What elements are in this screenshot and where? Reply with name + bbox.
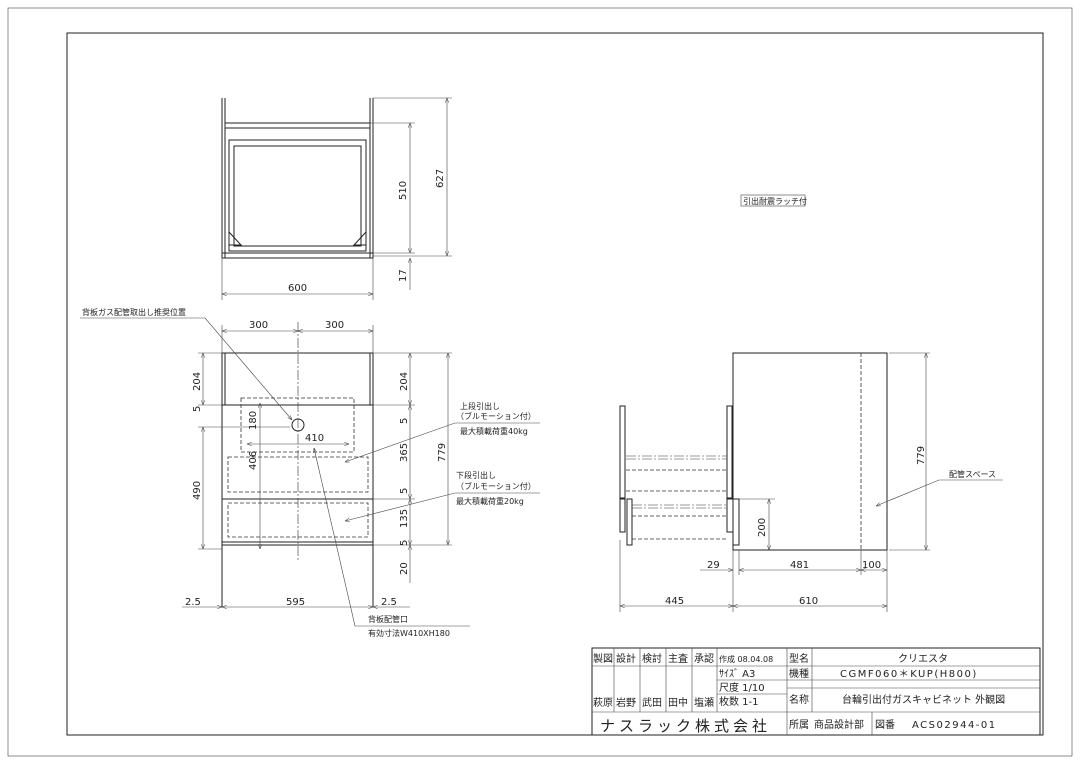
dim-595: 595 [286,597,305,608]
dim-410: 410 [305,433,324,444]
sheet-count: 枚数 1-1 [719,695,759,708]
dim-135: 135 [399,509,410,528]
label-gas-position: 背板ガス配管取出し推奨位置 [82,307,186,317]
dim-100: 100 [862,560,881,571]
label-back-port-1: 背板配管口 [368,614,408,624]
title-label: 名称 [789,693,809,706]
outer-border [7,7,1073,757]
dim-481: 481 [790,560,809,571]
label-pipe-space: 配管スペース [949,469,996,479]
dim-445: 445 [665,596,684,607]
created-date: 作成 08.04.08 [719,654,773,664]
dim-300-right: 300 [325,320,344,331]
name-5: 塩瀬 [694,696,714,709]
dim-180: 180 [248,411,259,430]
model-name-label: 型名 [789,652,809,665]
dept-label: 所属 [789,719,809,731]
title-block [591,647,1041,736]
model-name: クリエスタ [898,653,948,665]
dim-406: 406 [248,451,259,470]
drawing-no: ACS02944-01 [912,720,997,731]
dim-20: 20 [399,562,410,575]
label-upper-drawer-2: （ブルモーション付） [456,411,536,421]
name-4: 田中 [668,696,688,709]
dim-top-627: 627 [435,169,446,188]
dim-top-510: 510 [398,181,409,200]
dim-2.5-right: 2.5 [381,597,397,608]
latch-note: 引出耐震ラッチ付 [743,196,807,206]
label-upper-drawer-1: 上段引出し [460,401,500,411]
model-no-label: 機種 [789,667,809,680]
dim-top-17: 17 [398,269,409,282]
dim-300-left: 300 [249,320,268,331]
dim-204-right: 204 [399,372,410,391]
dim-5a: 5 [399,418,410,424]
dim-779-side: 779 [916,446,927,465]
front-view [80,317,540,627]
name-2: 岩野 [616,696,636,709]
label-back-port-2: 有効寸法W410XH180 [368,628,450,638]
inner-frame [66,32,1044,736]
dim-204-left: 204 [192,372,203,391]
company-name: ナスラック株式会社 [600,717,771,735]
drawing-no-label: 図番 [875,719,895,731]
dim-2.5-left: 2.5 [185,597,201,608]
dim-5b: 5 [399,488,410,494]
dim-490: 490 [192,481,203,500]
name-1: 萩原 [593,697,613,709]
dim-top-width: 600 [288,283,307,294]
role-4: 主査 [668,652,688,665]
dim-29: 29 [707,560,720,571]
dim-365: 365 [399,443,410,462]
role-5: 承認 [694,652,714,665]
label-upper-drawer-3: 最大積載荷重40kg [460,426,528,436]
dim-610: 610 [799,596,818,607]
role-1: 製図 [593,652,613,665]
latch-note-box [740,194,806,207]
model-no: CGMF060＊KUP(H800) [840,669,978,680]
label-lower-drawer-1: 下段引出し [456,470,496,480]
dim-5-left: 5 [192,406,203,412]
top-view [221,97,452,300]
label-lower-drawer-2: （ブルモーション付） [456,481,536,491]
role-3: 検討 [642,652,662,665]
role-2: 設計 [616,652,636,665]
name-3: 武田 [642,696,662,709]
paper-size: ｻｲｽﾞ A3 [719,668,755,680]
dim-5c: 5 [399,540,410,546]
dept: 商品設計部 [814,718,864,731]
dim-779-front: 779 [437,443,448,462]
scale: 尺度 1/10 [719,681,765,694]
dim-200: 200 [757,518,768,537]
drawing-title: 台輪引出付ガスキャビネット 外観図 [842,693,1005,706]
side-view [619,352,1003,612]
label-lower-drawer-3: 最大積載荷重20kg [456,496,524,506]
